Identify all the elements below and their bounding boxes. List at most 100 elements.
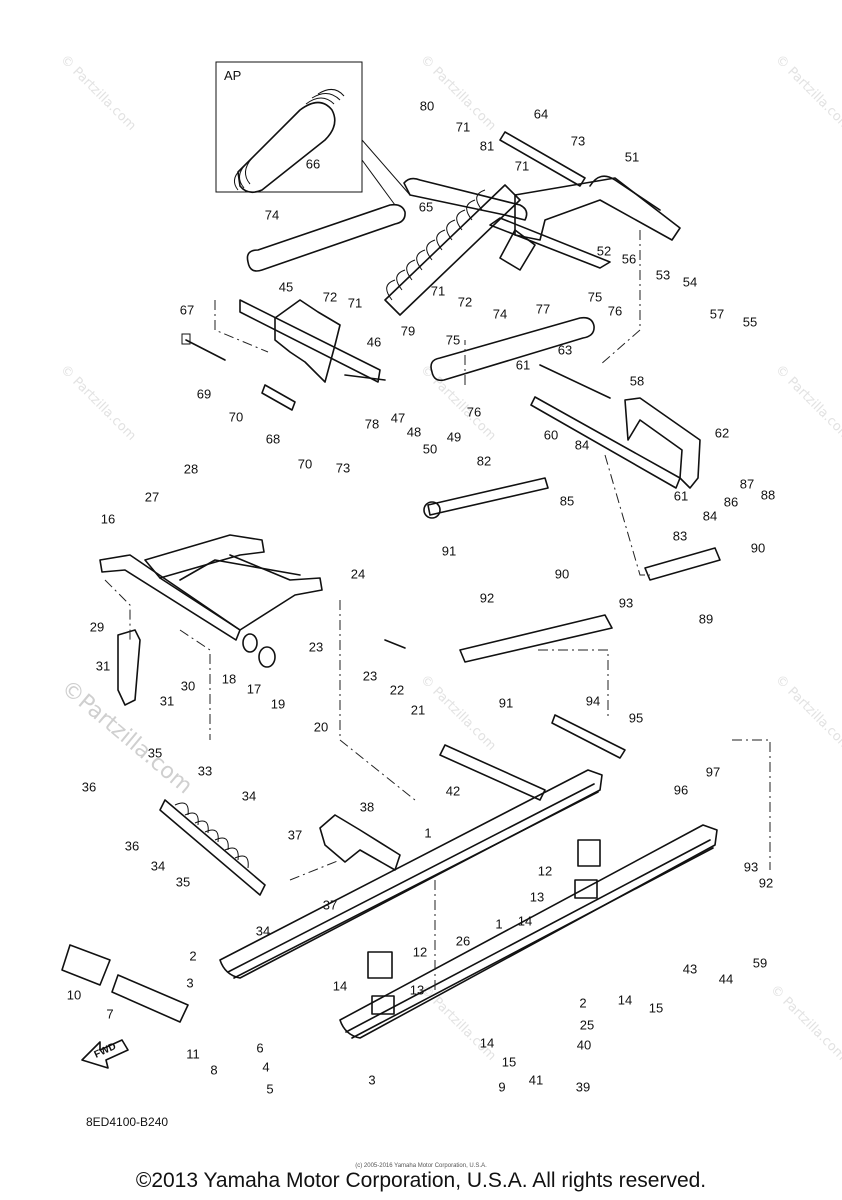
part-callout: 37 (323, 897, 337, 912)
part-callout: 97 (706, 764, 720, 779)
part-callout: 76 (608, 303, 622, 318)
part-callout: 59 (753, 955, 767, 970)
part-callout: 8 (210, 1062, 217, 1077)
inset-label: AP (224, 68, 241, 83)
part-callout: 30 (181, 678, 195, 693)
part-callout: 36 (82, 779, 96, 794)
part-callout: 1 (424, 825, 431, 840)
part-callout: 71 (431, 283, 445, 298)
part-callout: 62 (715, 425, 729, 440)
watermark-text: © Partzilla.com (772, 52, 842, 134)
part-callout: 78 (365, 416, 379, 431)
fine-print: (c) 2005-2016 Yamaha Motor Corporation, … (355, 1163, 487, 1169)
part-callout: 31 (96, 658, 110, 673)
part-callout: 41 (529, 1072, 543, 1087)
part-callout: 88 (761, 487, 775, 502)
part-callout: 27 (145, 489, 159, 504)
part-callout: 68 (266, 431, 280, 446)
assembly-lines (104, 230, 771, 990)
part-callout: 14 (480, 1035, 494, 1050)
part-callout: 22 (390, 682, 404, 697)
part-callout: 71 (348, 295, 362, 310)
part-callout: 3 (186, 975, 193, 990)
part-callout: 83 (673, 528, 687, 543)
part-callout: 52 (597, 243, 611, 258)
part-callout: 72 (458, 294, 472, 309)
part-callout: 63 (558, 342, 572, 357)
part-callout: 82 (477, 453, 491, 468)
part-callout: 35 (176, 874, 190, 889)
part-callout: 37 (288, 827, 302, 842)
part-callout: 48 (407, 424, 421, 439)
part-callout: 73 (336, 460, 350, 475)
rear-arm-assembly (181, 131, 701, 519)
part-callout: 69 (197, 386, 211, 401)
part-callout: 50 (423, 441, 437, 456)
part-callout: 11 (186, 1046, 200, 1061)
part-callout: 2 (189, 948, 196, 963)
part-callout: 51 (625, 149, 639, 164)
part-callout: 72 (323, 289, 337, 304)
diagram-code: 8ED4100-B240 (86, 1115, 168, 1129)
copyright-notice: ©2013 Yamaha Motor Corporation, U.S.A. A… (136, 1169, 706, 1192)
part-callout: 70 (229, 409, 243, 424)
watermark-text: © Partzilla.com (772, 362, 842, 444)
part-callout: 95 (629, 710, 643, 725)
part-callout: 31 (160, 693, 174, 708)
part-callout: 96 (674, 782, 688, 797)
part-callout: 54 (683, 274, 697, 289)
part-callout: 91 (499, 695, 513, 710)
part-callout: 34 (242, 788, 256, 803)
part-callout: 35 (148, 745, 162, 760)
part-callout: 74 (493, 306, 507, 321)
part-callout: 80 (420, 98, 434, 113)
part-callout: 79 (401, 323, 415, 338)
part-callout: 57 (710, 306, 724, 321)
part-callout: 17 (247, 681, 261, 696)
part-callout: 43 (683, 961, 697, 976)
part-callout: 71 (515, 158, 529, 173)
part-callout: 87 (740, 476, 754, 491)
part-callout: 10 (67, 987, 81, 1002)
part-callout: 23 (309, 639, 323, 654)
part-callout: 14 (618, 992, 632, 1007)
watermark-text: © Partzilla.com (417, 672, 499, 754)
part-callout: 84 (575, 437, 589, 452)
part-callout: 92 (480, 590, 494, 605)
watermark-text: © Partzilla.com (57, 52, 139, 134)
part-callout: 19 (271, 696, 285, 711)
watermark-text: © Partzilla.com (767, 982, 842, 1064)
part-callout: 56 (622, 251, 636, 266)
part-callout: 34 (151, 858, 165, 873)
part-callout: 2 (579, 995, 586, 1010)
part-callout: 14 (333, 978, 347, 993)
part-callout: 71 (456, 119, 470, 134)
part-callout: 39 (576, 1079, 590, 1094)
part-callout: 61 (674, 488, 688, 503)
part-callout: 53 (656, 267, 670, 282)
part-callout: 65 (419, 199, 433, 214)
watermark-large: ©Partzilla.com (56, 675, 197, 799)
part-callout: 73 (571, 133, 585, 148)
part-callout: 15 (649, 1000, 663, 1015)
part-callout: 85 (560, 493, 574, 508)
part-callout: 18 (222, 671, 236, 686)
part-callout: 58 (630, 373, 644, 388)
part-callout: 74 (265, 207, 279, 222)
part-callout: 92 (759, 875, 773, 890)
watermark-text: © Partzilla.com (57, 362, 139, 444)
part-callout: 89 (699, 611, 713, 626)
part-callout: 93 (744, 859, 758, 874)
part-callout: 70 (298, 456, 312, 471)
part-callout: 13 (410, 982, 424, 997)
part-callout: 91 (442, 543, 456, 558)
part-callout: 76 (467, 404, 481, 419)
part-callout: 36 (125, 838, 139, 853)
part-callout: 60 (544, 427, 558, 442)
part-callout: 75 (446, 332, 460, 347)
part-callout: 46 (367, 334, 381, 349)
part-callout: 7 (106, 1006, 113, 1021)
part-callout: 64 (534, 106, 548, 121)
part-callout: 38 (360, 799, 374, 814)
